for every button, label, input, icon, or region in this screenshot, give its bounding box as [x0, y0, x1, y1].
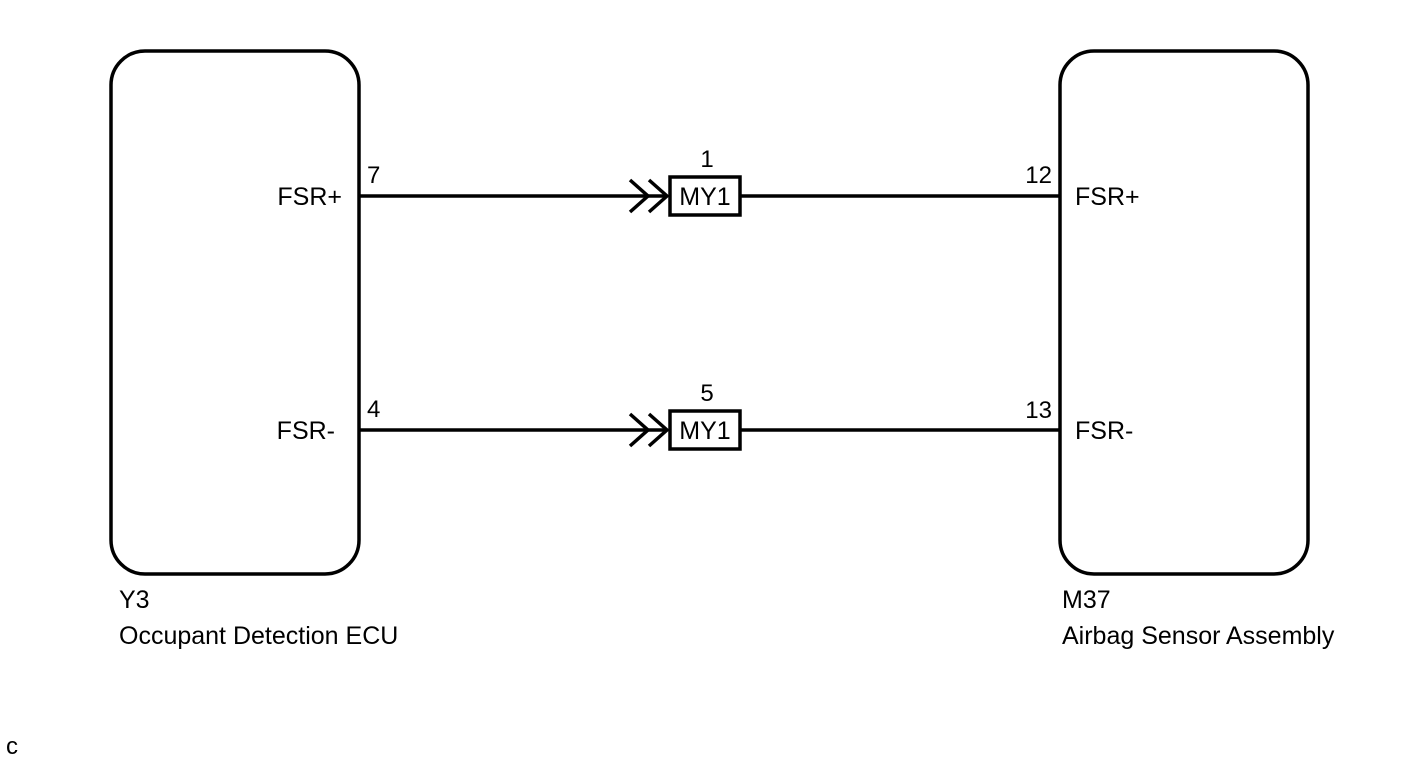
footer-mark: c: [6, 733, 18, 759]
right-pin-number-12: 12: [1025, 162, 1052, 189]
left-component-code: Y3: [119, 586, 150, 614]
connector-box-1: [668, 175, 742, 217]
right-pin-label-fsr-plus: FSR+: [1075, 183, 1140, 211]
connector-chevron-outer: [628, 178, 651, 214]
right-component-name: Airbag Sensor Assembly: [1062, 622, 1335, 650]
right-pin-label-fsr-minus: FSR-: [1075, 417, 1133, 445]
right-component-code: M37: [1062, 586, 1111, 614]
connector-chevron-inner: [647, 178, 670, 214]
connector-name-2: MY1: [679, 417, 730, 445]
left-component-box: [109, 49, 361, 576]
left-component-name: Occupant Detection ECU: [119, 622, 398, 650]
left-pin-number-7: 7: [367, 162, 380, 189]
connector-chevron-inner: [647, 412, 670, 448]
right-component-box: [1058, 49, 1310, 576]
connector-pin-1: 1: [700, 146, 713, 173]
connector-name-1: MY1: [679, 183, 730, 211]
left-pin-number-4: 4: [367, 396, 380, 423]
connector-pin-5: 5: [700, 380, 713, 407]
left-pin-label-fsr-plus: FSR+: [277, 183, 342, 211]
left-pin-label-fsr-minus: FSR-: [277, 417, 335, 445]
connector-chevron-outer: [628, 412, 651, 448]
right-pin-number-13: 13: [1025, 397, 1052, 424]
